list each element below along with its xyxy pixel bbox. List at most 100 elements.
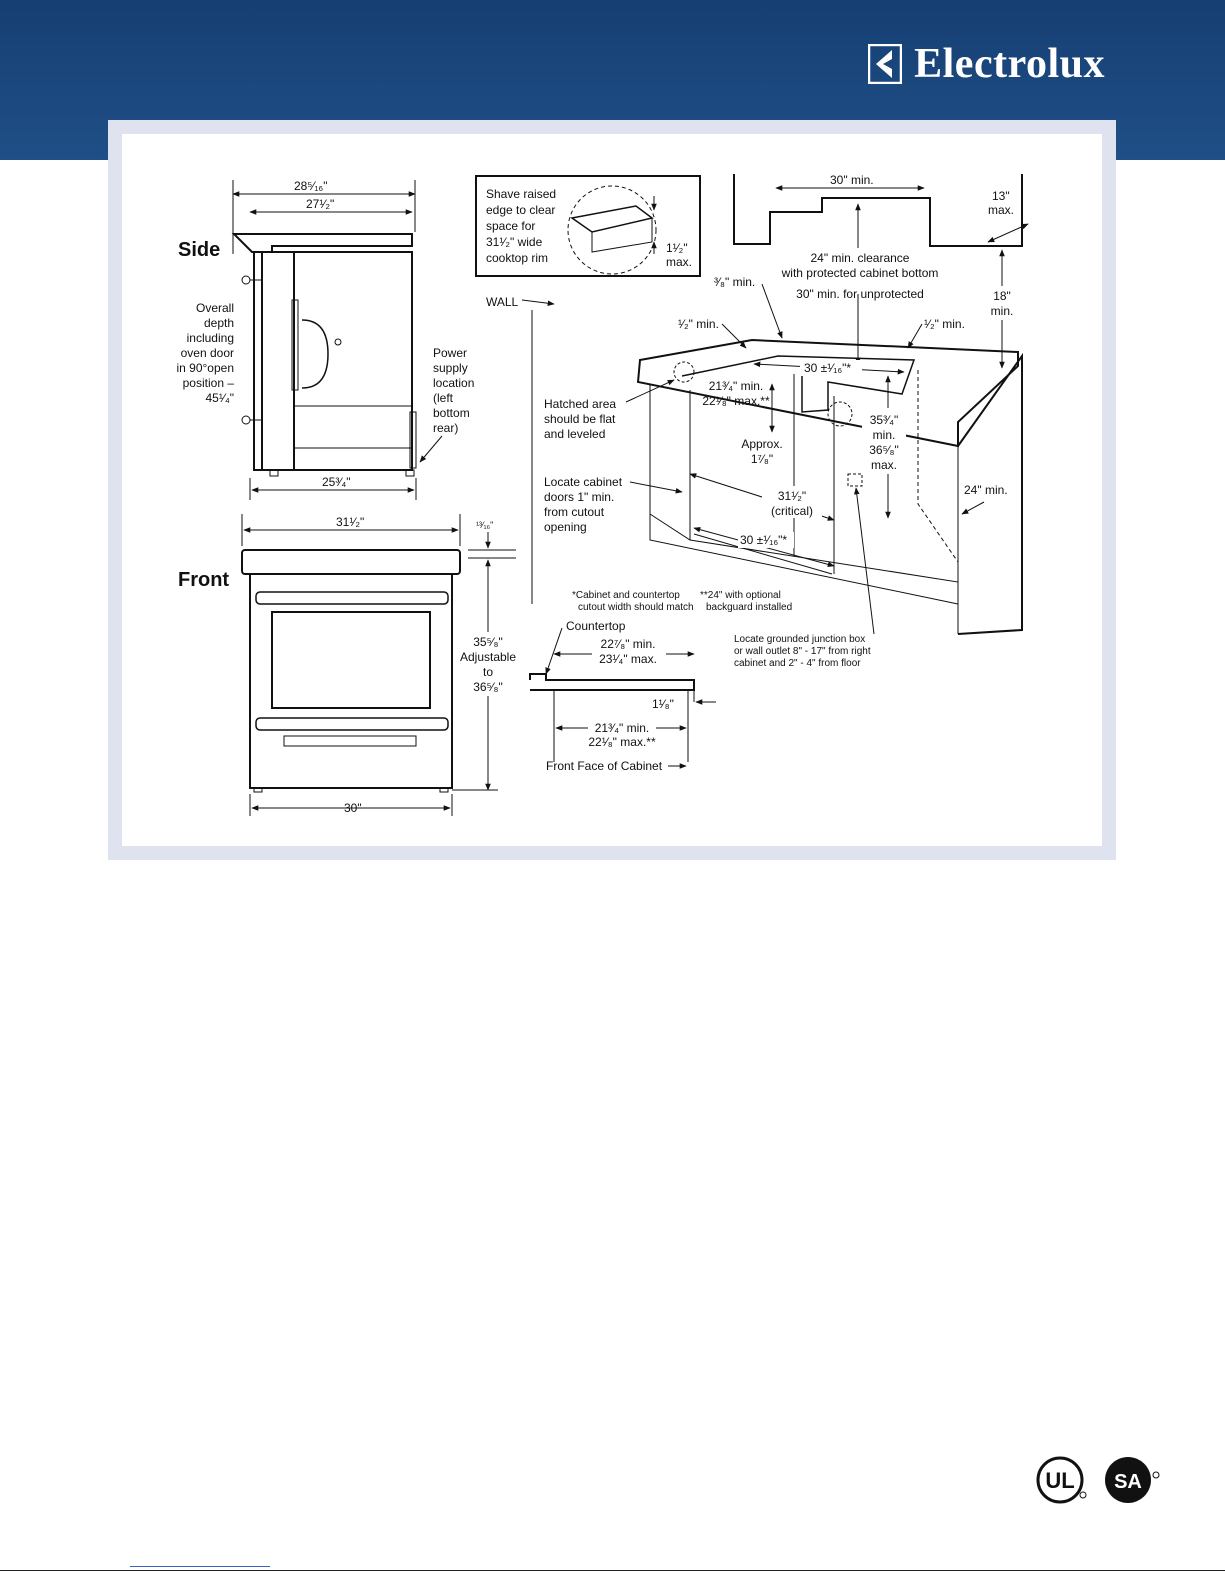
- svg-text:(critical): (critical): [771, 504, 813, 518]
- svg-text:Countertop: Countertop: [566, 619, 626, 633]
- svg-text:18": 18": [993, 289, 1011, 303]
- svg-text:from cutout: from cutout: [544, 505, 605, 519]
- svg-text:1¹⁄₂": 1¹⁄₂": [666, 241, 688, 255]
- ul-certification-mark: UL: [1034, 1455, 1088, 1505]
- svg-text:doors 1" min.: doors 1" min.: [544, 490, 614, 504]
- svg-text:max.: max.: [666, 255, 692, 269]
- svg-text:oven door: oven door: [181, 346, 234, 360]
- svg-text:with protected cabinet bottom: with protected cabinet bottom: [781, 266, 939, 280]
- svg-text:24" min. clearance: 24" min. clearance: [811, 251, 910, 265]
- svg-text:to: to: [483, 665, 493, 679]
- svg-text:24" min.: 24" min.: [964, 483, 1008, 497]
- svg-text:30 ±¹⁄₁₆"*: 30 ±¹⁄₁₆"*: [740, 533, 787, 547]
- svg-text:22⁷⁄₈" min.: 22⁷⁄₈" min.: [601, 637, 656, 651]
- svg-text:30 ±¹⁄₁₆"*: 30 ±¹⁄₁₆"*: [804, 361, 851, 375]
- brand-logo: Electrolux: [868, 40, 1105, 88]
- front-title: Front: [178, 569, 229, 591]
- svg-text:Front Face of Cabinet: Front Face of Cabinet: [546, 759, 663, 773]
- footer-link[interactable]: [130, 1566, 270, 1567]
- diagram-panel: Side 28⁵⁄₁₆" 27¹⁄₂": [122, 134, 1102, 846]
- csa-certification-mark: SA: [1102, 1455, 1162, 1505]
- svg-text:¹⁄₂" min.: ¹⁄₂" min.: [678, 317, 719, 331]
- svg-text:Approx.: Approx.: [741, 437, 782, 451]
- diagram-frame: Side 28⁵⁄₁₆" 27¹⁄₂": [108, 120, 1116, 860]
- svg-text:(left: (left: [433, 391, 454, 405]
- svg-text:rear): rear): [433, 421, 458, 435]
- svg-text:space for: space for: [486, 219, 535, 233]
- cabinet-view: 30" min. 13" max. 24" min. clearance wit…: [486, 173, 1029, 669]
- svg-text:**24" with optional: **24" with optional: [700, 590, 781, 601]
- countertop-detail: Countertop 22⁷⁄₈" min. 23¹⁄₄" max. 1¹⁄₈": [529, 619, 716, 773]
- side-title: Side: [178, 239, 220, 261]
- svg-text:SA: SA: [1114, 1471, 1142, 1493]
- svg-text:³⁄₈" min.: ³⁄₈" min.: [714, 275, 755, 289]
- svg-text:21³⁄₄" min.: 21³⁄₄" min.: [595, 721, 650, 735]
- svg-text:Locate cabinet: Locate cabinet: [544, 475, 623, 489]
- csa-logo-icon: SA: [1105, 1457, 1160, 1503]
- svg-text:23¹⁄₄" max.: 23¹⁄₄" max.: [599, 652, 657, 666]
- svg-text:1¹⁄₈": 1¹⁄₈": [652, 697, 674, 711]
- overall-depth-label: Overall depth including oven door in 90°…: [176, 301, 234, 405]
- side-dim-bottom: 25³⁄₄": [322, 475, 351, 489]
- footer-rule: [0, 1570, 1225, 1571]
- svg-text:35³⁄₄": 35³⁄₄": [870, 413, 899, 427]
- svg-text:35⁵⁄₈": 35⁵⁄₈": [473, 635, 503, 649]
- svg-text:backguard installed: backguard installed: [706, 602, 792, 613]
- svg-text:Locate grounded junction box: Locate grounded junction box: [734, 634, 865, 645]
- svg-text:min.: min.: [873, 428, 896, 442]
- svg-text:*Cabinet and countertop: *Cabinet and countertop: [572, 590, 680, 601]
- shave-callout: Shave raised edge to clear space for 31¹…: [475, 175, 701, 277]
- svg-text:30" min.: 30" min.: [830, 173, 874, 187]
- svg-text:in 90°open: in 90°open: [176, 361, 234, 375]
- ul-logo-icon: UL: [1036, 1456, 1087, 1504]
- svg-text:Hatched area: Hatched area: [544, 397, 616, 411]
- svg-text:or wall outlet 8" - 17" from r: or wall outlet 8" - 17" from right: [734, 646, 871, 657]
- side-dim-top: 27¹⁄₂": [306, 197, 334, 211]
- front-view: Front 31¹⁄₂" ¹³⁄₁₆": [178, 514, 520, 816]
- svg-text:max.: max.: [871, 458, 897, 472]
- svg-text:Shave raised: Shave raised: [486, 187, 556, 201]
- svg-text:Overall: Overall: [196, 301, 234, 315]
- svg-text:31¹⁄₂" wide: 31¹⁄₂" wide: [486, 235, 543, 249]
- front-dim-bottom: 30": [344, 801, 362, 815]
- svg-text:cabinet and 2" - 4" from floor: cabinet and 2" - 4" from floor: [734, 658, 861, 669]
- front-dim-top: 31¹⁄₂": [336, 515, 364, 529]
- svg-text:position –: position –: [183, 376, 235, 390]
- svg-text:Power: Power: [433, 346, 467, 360]
- front-dim-rim: ¹³⁄₁₆": [476, 520, 493, 530]
- power-supply-label: Power supply location (left bottom rear): [433, 346, 474, 435]
- svg-text:Adjustable: Adjustable: [460, 650, 516, 664]
- svg-text:bottom: bottom: [433, 406, 470, 420]
- svg-text:including: including: [187, 331, 234, 345]
- svg-text:13": 13": [992, 189, 1010, 203]
- svg-text:max.: max.: [988, 203, 1014, 217]
- svg-text:36⁵⁄₈": 36⁵⁄₈": [473, 680, 503, 694]
- svg-text:1⁷⁄₈": 1⁷⁄₈": [751, 452, 773, 466]
- svg-text:30" min. for unprotected: 30" min. for unprotected: [796, 287, 924, 301]
- svg-text:¹⁄₂" min.: ¹⁄₂" min.: [924, 317, 965, 331]
- svg-text:supply: supply: [433, 361, 468, 375]
- installation-diagram: Side 28⁵⁄₁₆" 27¹⁄₂": [176, 173, 1029, 816]
- svg-text:and leveled: and leveled: [544, 427, 605, 441]
- side-view: Side 28⁵⁄₁₆" 27¹⁄₂": [176, 179, 474, 500]
- side-dim-overall: 28⁵⁄₁₆": [294, 179, 327, 193]
- brand-name: Electrolux: [914, 41, 1105, 87]
- svg-text:opening: opening: [544, 520, 587, 534]
- svg-text:45¹⁄₄": 45¹⁄₄": [205, 391, 234, 405]
- svg-text:WALL: WALL: [486, 295, 519, 309]
- front-height-label: 35⁵⁄₈" Adjustable to 36⁵⁄₈": [456, 632, 520, 696]
- svg-text:22¹⁄₈" max.**: 22¹⁄₈" max.**: [702, 394, 770, 408]
- svg-text:UL: UL: [1045, 1468, 1074, 1493]
- electrolux-logo-icon: [868, 44, 903, 84]
- svg-text:location: location: [433, 376, 474, 390]
- svg-text:31¹⁄₂": 31¹⁄₂": [778, 489, 806, 503]
- svg-text:36⁵⁄₈": 36⁵⁄₈": [869, 443, 899, 457]
- svg-text:should be flat: should be flat: [544, 412, 616, 426]
- svg-text:cooktop rim: cooktop rim: [486, 251, 548, 265]
- svg-text:min.: min.: [991, 304, 1014, 318]
- svg-text:edge to clear: edge to clear: [486, 203, 555, 217]
- svg-text:depth: depth: [204, 316, 234, 330]
- svg-text:22¹⁄₈" max.**: 22¹⁄₈" max.**: [588, 735, 656, 749]
- svg-text:cutout width should match: cutout width should match: [578, 602, 694, 613]
- svg-text:21³⁄₄" min.: 21³⁄₄" min.: [709, 379, 764, 393]
